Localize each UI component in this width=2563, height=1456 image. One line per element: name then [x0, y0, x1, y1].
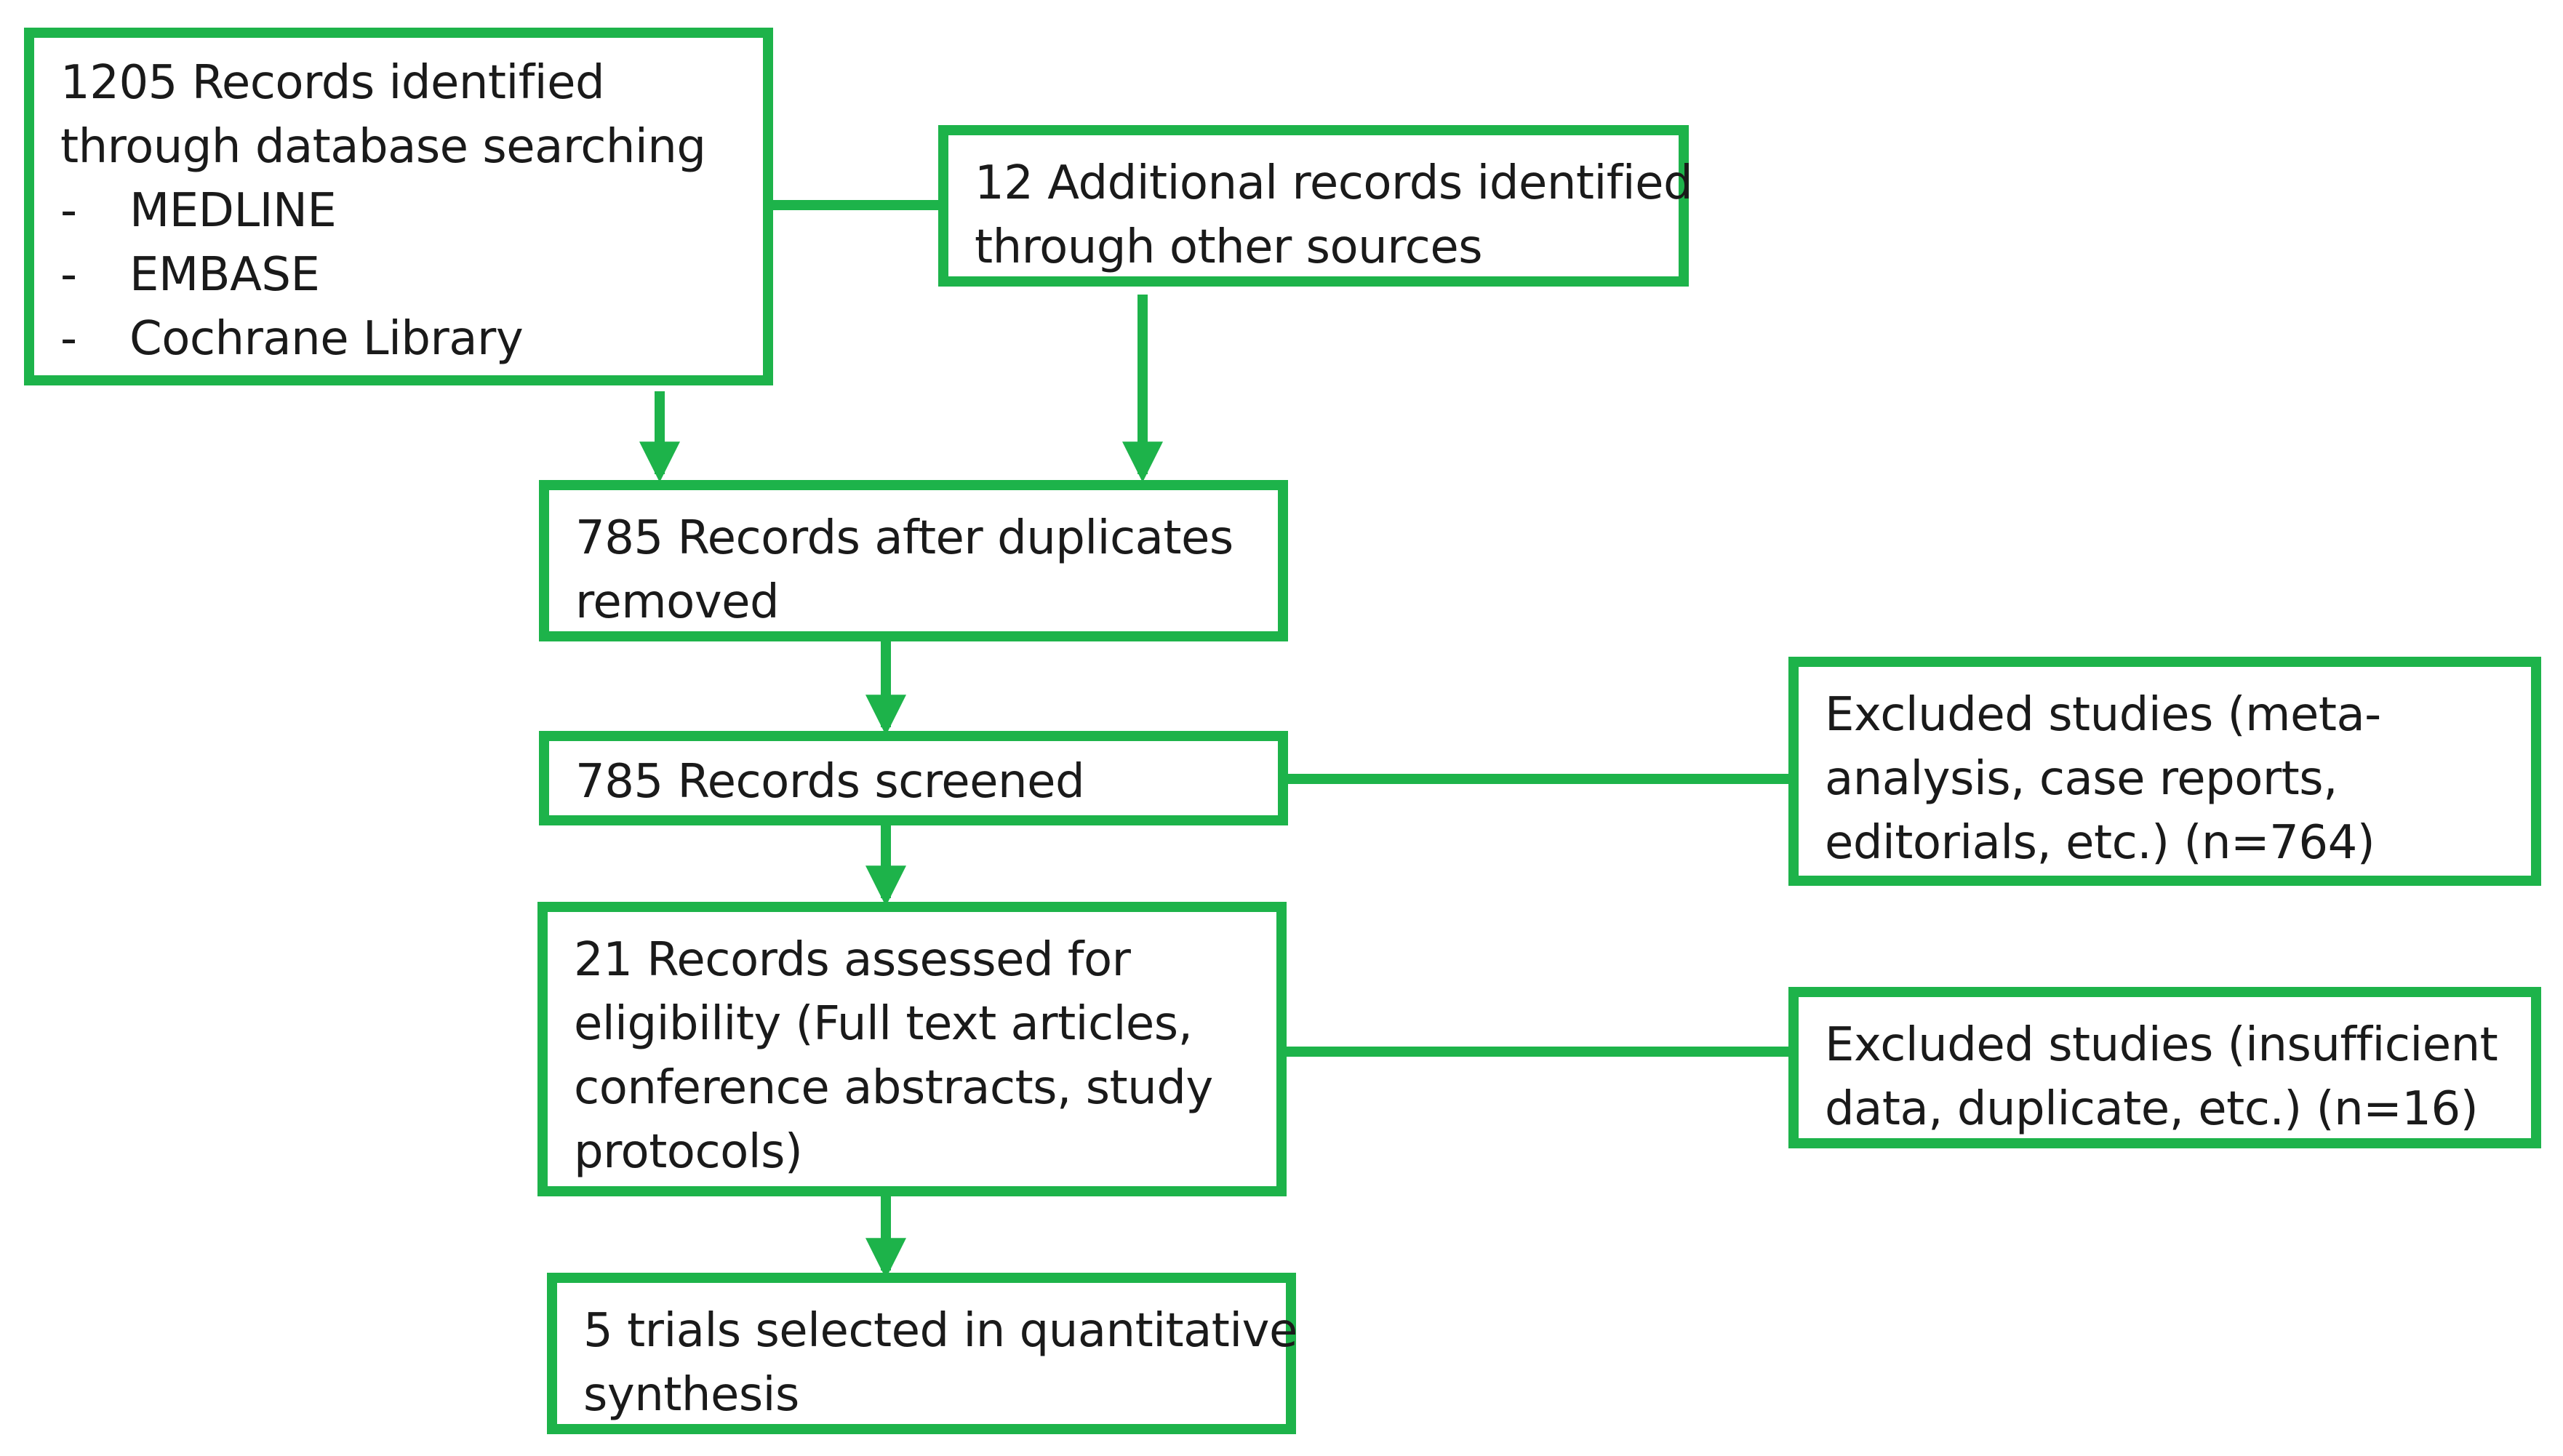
eligibility-line-2: eligibility (Full text articles,: [574, 997, 1193, 1051]
selected-trials-box: 5 trials selected in quantitative synthe…: [547, 1273, 1298, 1434]
database-search-box: 1205 Records identified through database…: [24, 28, 773, 385]
database-bullet-cochrane: -Cochrane Library: [60, 307, 737, 371]
eligibility-line-4: protocols): [574, 1125, 803, 1179]
database-bullet-label: EMBASE: [129, 248, 320, 302]
other-sources-line-2: through other sources: [975, 220, 1483, 274]
other-sources-box: 12 Additional records identified through…: [938, 125, 1693, 287]
excluded-screening-line-2: analysis, case reports,: [1825, 752, 2338, 806]
bullet-marker: -: [60, 248, 77, 302]
excluded-eligibility-line-1: Excluded studies (insufficient: [1825, 1018, 2498, 1072]
eligibility-line-1: 21 Records assessed for: [574, 933, 1131, 987]
screened-line-1: 785 Records screened: [575, 755, 1085, 809]
duplicates-removed-box: 785 Records after duplicates removed: [539, 480, 1288, 641]
database-bullet-label: Cochrane Library: [129, 312, 524, 366]
selected-line-1: 5 trials selected in quantitative: [583, 1304, 1298, 1358]
selected-line-2: synthesis: [583, 1368, 799, 1422]
excluded-screening-line-1: Excluded studies (meta-: [1825, 688, 2381, 742]
records-screened-box: 785 Records screened: [539, 731, 1288, 825]
eligibility-line-3: conference abstracts, study: [574, 1061, 1213, 1115]
duplicates-line-1: 785 Records after duplicates: [575, 511, 1233, 565]
bullet-marker: -: [60, 312, 77, 366]
duplicates-line-2: removed: [575, 575, 780, 629]
database-bullet-embase: -EMBASE: [60, 243, 737, 307]
database-bullet-label: MEDLINE: [129, 184, 337, 238]
eligibility-box: 21 Records assessed for eligibility (Ful…: [537, 902, 1287, 1196]
excluded-eligibility-line-2: data, duplicate, etc.) (n=16): [1825, 1082, 2479, 1136]
database-bullet-medline: -MEDLINE: [60, 179, 737, 243]
bullet-marker: -: [60, 184, 77, 238]
excluded-eligibility-box: Excluded studies (insufficient data, dup…: [1788, 987, 2541, 1148]
database-line-2: through database searching: [60, 120, 706, 174]
excluded-screening-line-3: editorials, etc.) (n=764): [1825, 816, 2375, 870]
excluded-screening-box: Excluded studies (meta- analysis, case r…: [1788, 657, 2541, 886]
database-line-1: 1205 Records identified: [60, 56, 605, 110]
other-sources-line-1: 12 Additional records identified: [975, 156, 1693, 210]
